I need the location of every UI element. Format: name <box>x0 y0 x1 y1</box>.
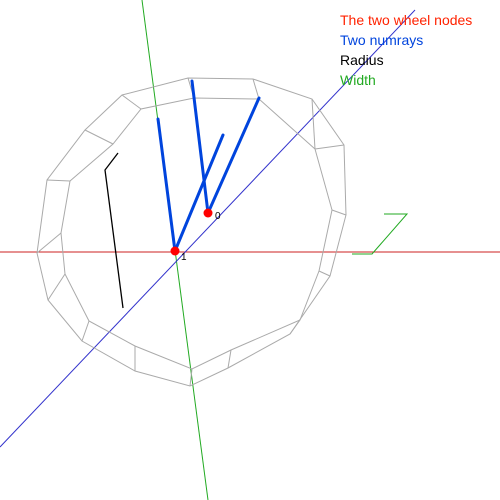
wheel-node-1[interactable] <box>170 246 180 256</box>
wheel-node-1-label: 1 <box>181 252 187 263</box>
wheel-node-0[interactable] <box>203 208 213 218</box>
z-axis-line <box>0 9 416 448</box>
numray-4 <box>206 96 261 215</box>
wheel-node-0-label: 0 <box>215 211 221 222</box>
numray-2 <box>173 133 225 253</box>
numray-3 <box>190 79 210 215</box>
numrays <box>156 79 261 253</box>
legend-wheel-nodes: The two wheel nodes <box>340 12 473 28</box>
wheel-inner-rim <box>60 97 333 370</box>
wheel-rim-connectors <box>36 77 347 387</box>
legend-width: Width <box>340 72 376 88</box>
width-indicator <box>352 213 409 255</box>
wheel-wireframe <box>36 77 347 387</box>
radius-indicator <box>104 152 124 309</box>
legend: The two wheel nodes Two numrays Radius W… <box>340 10 472 90</box>
legend-radius: Radius <box>340 52 384 68</box>
legend-numrays: Two numrays <box>340 32 424 48</box>
wheel-outer-rim <box>36 77 347 387</box>
numray-1 <box>156 117 177 253</box>
